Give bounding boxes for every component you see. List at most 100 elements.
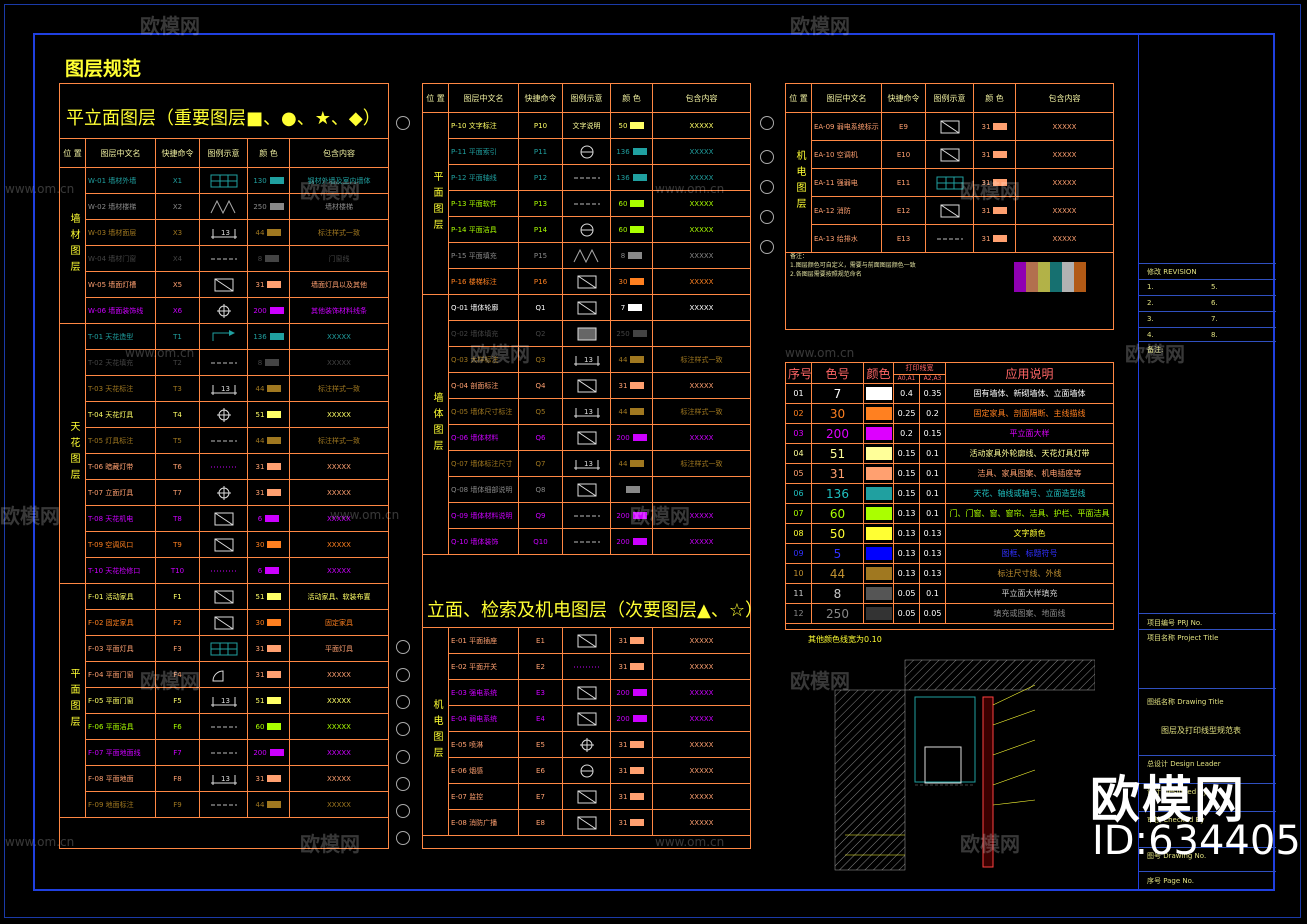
print-width-a0: 0.05 [893,603,920,624]
watermark-url: www.om.cn [785,346,855,360]
column-header: 包含内容 [1015,83,1114,113]
layer-symbol-icon [925,140,974,169]
print-width-a2: 0.13 [919,543,946,564]
watermark: 欧模网 [790,14,850,38]
layer-color: 31 [610,731,653,758]
layer-description: XXXXX [652,216,751,243]
column-subheader: A2,A3 [919,373,946,385]
binder-hole [760,116,774,130]
layer-color: 8 [610,242,653,269]
layer-command: P16 [518,268,563,295]
layer-name: P-11 平面索引 [448,138,519,165]
mini-color-legend [1014,262,1086,292]
color-usage: 图框、标题符号 [945,543,1114,564]
layer-description: XXXXX [652,627,751,654]
layer-name: P-15 平面填充 [448,242,519,269]
brand-id: ID:634405 [1092,818,1301,864]
layer-command: F3 [155,635,200,662]
layer-color: 31 [247,661,290,688]
color-usage: 固有墙体、新砌墙体、立面墙体 [945,383,1114,404]
color-number: 7 [811,383,864,404]
layer-command: F6 [155,713,200,740]
layer-command: E4 [518,705,563,732]
layer-description: XXXXX [289,713,389,740]
layer-symbol-icon: 文字说明 [562,112,611,139]
layer-command: Q4 [518,372,563,399]
layer-command: P11 [518,138,563,165]
layer-symbol-icon [562,372,611,399]
layer-command: F8 [155,765,200,792]
color-usage: 门、门窗、窗、窗帘、洁具、护栏、平面洁具 [945,503,1114,524]
layer-name: P-16 楼梯标注 [448,268,519,295]
layer-name: Q-04 剖面标注 [448,372,519,399]
watermark: 欧模网 [470,342,530,366]
tb-notes-label: 备注: [1147,346,1164,354]
layer-symbol-icon: 13 [199,219,248,246]
watermark: 欧模网 [140,14,200,38]
table-header-row: 位 置图层中文名快捷命令图例示意颜 色包含内容 [59,138,389,168]
layer-command: P14 [518,216,563,243]
layer-symbol-icon [199,713,248,740]
watermark-url: www.om.cn [655,182,725,196]
layer-symbol-icon [199,297,248,324]
layer-command: E7 [518,783,563,810]
layer-symbol-icon [562,138,611,165]
layer-symbol-icon [562,268,611,295]
tb-checked: 审核 Checked By [1147,816,1205,824]
group-position: 机电图层 [422,627,449,836]
layer-command: Q1 [518,294,563,321]
layer-command: T8 [155,505,200,532]
layer-command: E5 [518,731,563,758]
layer-color: 6 [247,505,290,532]
layer-symbol-icon [925,196,974,225]
layer-command: X5 [155,271,200,298]
column-header: 色号 [811,362,864,384]
layer-symbol-icon [562,216,611,243]
layer-command: E8 [518,809,563,836]
binder-hole [396,750,410,764]
layer-color: 200 [610,679,653,706]
layer-name: T-10 天花检修口 [85,557,156,584]
color-swatch [863,463,894,484]
tb-page-no: 序号 Page No. [1147,877,1195,885]
layer-name: T-09 空调风口 [85,531,156,558]
print-width-a2: 0.2 [919,403,946,424]
layer-symbol-icon [562,731,611,758]
layer-color: 31 [973,112,1016,141]
group-position: 天花图层 [59,323,86,584]
layer-command: E2 [518,653,563,680]
column-header: 包含内容 [289,138,389,168]
right-note-2: 2.各图层需要按照规范命名 [790,271,862,278]
layer-color: 30 [610,268,653,295]
layer-symbol-icon [199,505,248,532]
layer-color: 30 [247,609,290,636]
layer-description: XXXXX [289,531,389,558]
layer-symbol-icon [199,245,248,272]
brand-logo-text: 欧模网 [1090,771,1246,829]
color-number: 8 [811,583,864,604]
layer-color: 31 [973,196,1016,225]
layer-symbol-icon [562,528,611,555]
tb-project-no: 项目编号 PRJ No. [1147,619,1203,627]
layer-command: E10 [881,140,926,169]
layer-description: XXXXX [652,138,751,165]
color-table-footnote: 其他颜色线宽为0.10 [808,635,882,644]
layer-command: Q5 [518,398,563,425]
color-swatch [863,523,894,544]
color-number: 136 [811,483,864,504]
